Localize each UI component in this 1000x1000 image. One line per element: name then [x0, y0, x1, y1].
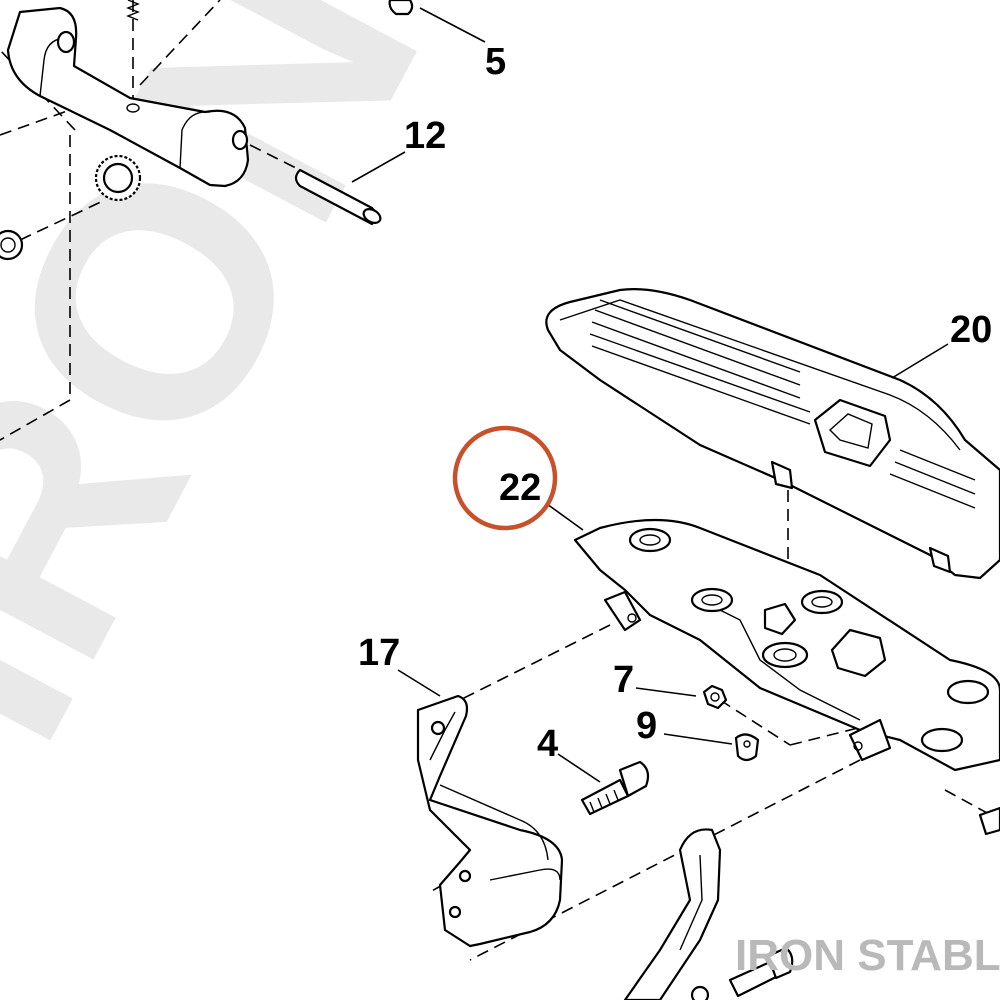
callout-5: 5 — [485, 41, 506, 83]
part-7-nut — [702, 684, 728, 710]
right-edge-bolt — [978, 806, 1000, 836]
part-5 — [388, 0, 414, 16]
footpeg-mount-bracket — [6, 6, 250, 188]
hex-nut-left — [0, 229, 24, 261]
lower-bolt — [728, 946, 794, 998]
corner-watermark: IRON STABLE — [735, 931, 1000, 980]
callout-7: 7 — [613, 659, 634, 701]
callout-17: 17 — [358, 632, 400, 674]
part-9-grommet — [734, 733, 760, 762]
callout-20: 20 — [950, 309, 992, 351]
callout-22: 22 — [499, 467, 541, 509]
callout-12: 12 — [404, 115, 446, 157]
lower-linkage — [623, 828, 722, 1000]
part-4-bolt — [580, 760, 650, 816]
callout-9: 9 — [636, 705, 657, 747]
spring — [126, 0, 140, 21]
part-22-mount-plate — [573, 518, 1000, 772]
part-12-pin — [294, 168, 382, 226]
leader-lines — [351, 7, 949, 783]
callout-4: 4 — [537, 723, 558, 765]
detent-gear — [94, 154, 142, 202]
part-20-footboard — [545, 288, 1000, 580]
part-17-bracket — [416, 694, 564, 948]
highlight-circle — [452, 425, 558, 531]
